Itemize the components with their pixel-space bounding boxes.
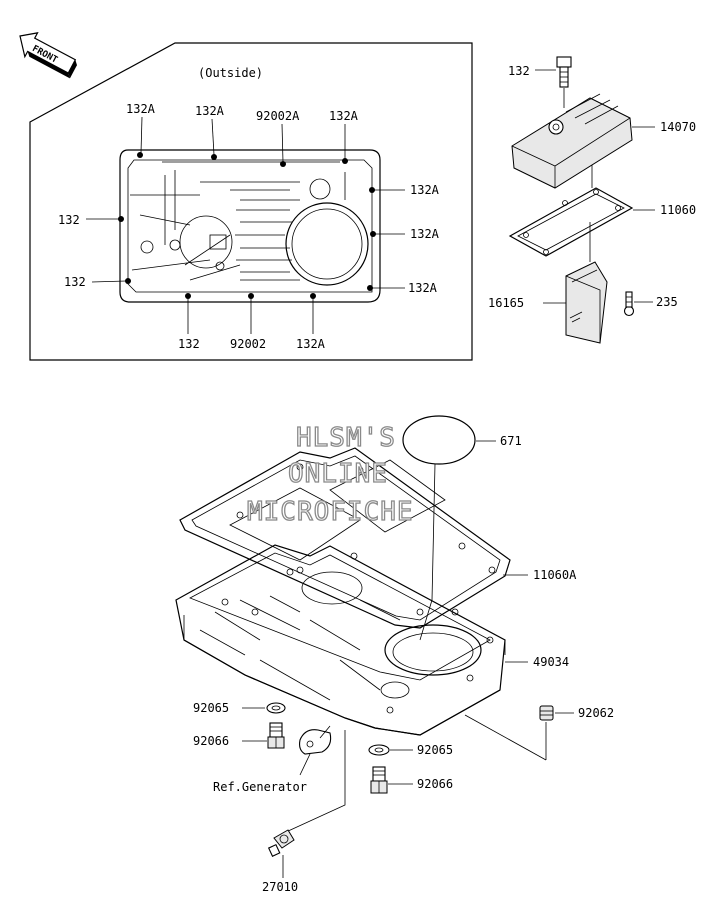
label-cap-92062: 92062	[578, 706, 614, 720]
label-plug-92066-right: 92066	[417, 777, 453, 791]
label-oring-671: 671	[500, 434, 522, 448]
label-cover-14070: 14070	[660, 120, 696, 134]
gasket-11060a-icon	[179, 447, 511, 629]
label-inset-top1: 132A	[126, 102, 156, 116]
label-inset-right2: 132A	[410, 227, 440, 241]
leader-cap-to-pan	[464, 714, 547, 761]
screw-235-icon	[623, 291, 635, 317]
label-gasket-11060a: 11060A	[533, 568, 577, 582]
label-washer-92065-right: 92065	[417, 743, 453, 757]
label-plate-16165: 16165	[488, 296, 524, 310]
bolt-132-icon	[556, 56, 572, 88]
plate-16165-icon	[565, 261, 608, 344]
inset-bolt-heads	[118, 152, 376, 299]
label-inset-bottom3: 132A	[296, 337, 326, 351]
label-bolt-132: 132	[508, 64, 530, 78]
gasket-11060-icon	[508, 187, 634, 257]
label-inset-bottom2: 92002	[230, 337, 266, 351]
inset-leaders	[86, 116, 405, 334]
leader-oring-to-seat	[419, 463, 436, 641]
label-oil-pan-49034: 49034	[533, 655, 569, 669]
oring-671-icon	[402, 415, 476, 465]
inset-crankcase	[119, 149, 381, 303]
cover-14070-icon	[511, 93, 633, 189]
label-inset-top2: 132A	[195, 104, 225, 118]
leader-ref-generator	[299, 753, 311, 776]
label-gasket-11060: 11060	[660, 203, 696, 217]
plug-92066-left-icon	[267, 722, 285, 749]
leader-clamp-to-pan	[319, 725, 331, 739]
leader-switch	[285, 730, 346, 833]
label-inset-left2: 132	[64, 275, 86, 289]
watermark-line2: ONLINE	[288, 459, 388, 489]
label-inset-bottom1: 132	[178, 337, 200, 351]
inset-frame	[29, 42, 473, 361]
label-inset-left1: 132	[58, 213, 80, 227]
label-ref-generator: Ref.Generator	[213, 780, 307, 794]
watermark-line1: HLSM'S	[296, 423, 396, 453]
oil-pan-49034-icon	[175, 544, 506, 736]
plug-92066-right-icon	[370, 766, 388, 794]
label-washer-92065-left: 92065	[193, 701, 229, 715]
switch-27010-icon	[267, 829, 295, 857]
washer-92065-left-icon	[266, 702, 286, 714]
label-switch-27010: 27010	[262, 880, 298, 894]
washer-92065-right-icon	[368, 744, 390, 756]
label-inset-top3: 92002A	[256, 109, 300, 123]
label-inset-top4: 132A	[329, 109, 359, 123]
watermark-line3: MICROFICHE	[247, 497, 414, 527]
label-screw-235: 235	[656, 295, 678, 309]
cap-92062-icon	[539, 705, 554, 721]
inset-title: (Outside)	[198, 66, 263, 80]
label-plug-92066-left: 92066	[193, 734, 229, 748]
label-inset-right1: 132A	[410, 183, 440, 197]
clamp-icon	[299, 729, 332, 755]
label-inset-right3: 132A	[408, 281, 438, 295]
front-arrow-icon: FRONT	[19, 32, 77, 79]
